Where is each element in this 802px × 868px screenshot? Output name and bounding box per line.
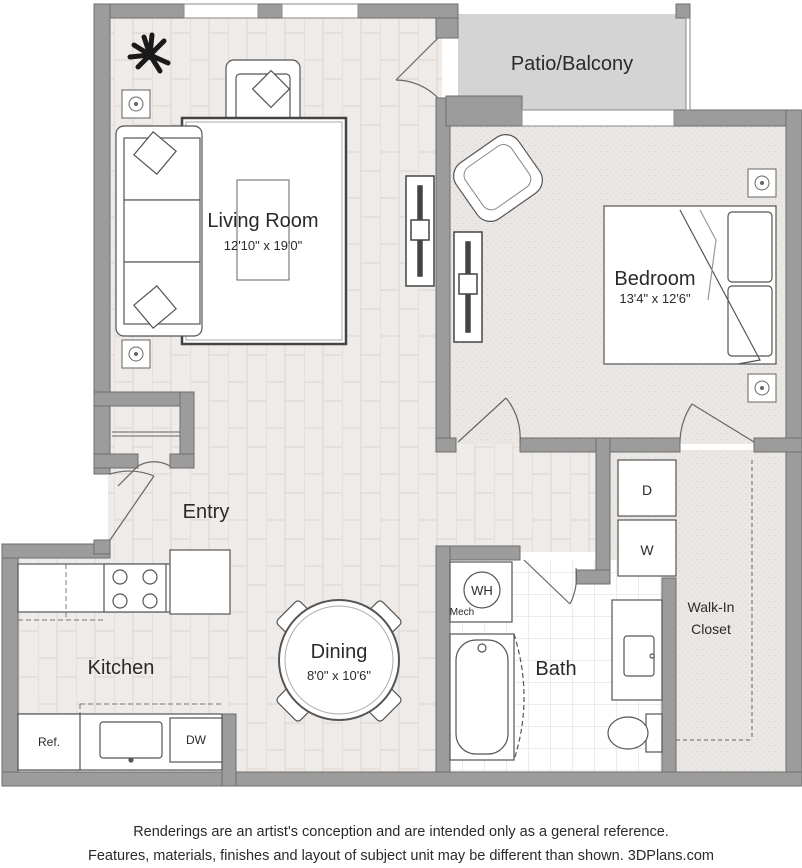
- living-rug: [180, 116, 348, 346]
- patio-label: Patio/Balcony: [511, 53, 633, 75]
- entry-label: Entry: [183, 501, 230, 523]
- dishwasher: DW: [169, 717, 223, 763]
- dining-dims: 8'0" x 10'6": [307, 668, 371, 683]
- windows: [183, 3, 691, 127]
- outlet-icon: [121, 89, 151, 119]
- tv-console: [405, 175, 435, 287]
- closet-label-1: Walk-In: [688, 599, 735, 615]
- outlet-icon: [121, 339, 151, 369]
- patio-door[interactable]: [395, 37, 439, 99]
- cooktop: [103, 563, 167, 613]
- patio-floor: [458, 14, 686, 110]
- bath-door[interactable]: [523, 559, 578, 605]
- bath-label: Bath: [535, 658, 576, 680]
- kitchen-label: Kitchen: [88, 657, 155, 679]
- bathtub: [449, 633, 525, 761]
- coffee-table: [236, 179, 290, 281]
- svg-text:DW: DW: [186, 733, 207, 747]
- bedroom-door[interactable]: [457, 397, 521, 443]
- dining-set: [276, 599, 402, 722]
- bedroom-armchair: [453, 134, 543, 222]
- dining-label: Dining: [311, 641, 368, 663]
- closet-door[interactable]: [679, 403, 755, 443]
- entry-closet: [112, 431, 180, 437]
- svg-text:Ref.: Ref.: [38, 735, 60, 749]
- plant-icon: [127, 32, 171, 74]
- washer: W: [617, 519, 677, 577]
- armchair: [225, 59, 301, 131]
- water-heater: WH Mech: [449, 561, 513, 623]
- bath-vanity: [611, 599, 663, 701]
- dryer: D: [617, 459, 677, 517]
- closet-label-2: Closet: [691, 621, 731, 637]
- kitchen-sink: [99, 721, 163, 763]
- tv-console: [453, 231, 483, 343]
- toilet: [607, 713, 663, 753]
- living-room-dims: 12'10" x 19'0": [224, 238, 303, 253]
- bed: [603, 205, 777, 365]
- closet-rod: [676, 460, 753, 741]
- footer-disclaimer-1: Renderings are an artist's conception an…: [133, 824, 669, 840]
- front-door[interactable]: [109, 470, 155, 541]
- outlet-icon: [747, 373, 777, 403]
- entry-closet-door[interactable]: [117, 461, 171, 487]
- footer-disclaimer-2: Features, materials, finishes and layout…: [88, 848, 714, 864]
- bedroom-label: Bedroom: [614, 268, 695, 290]
- walls: [1, 3, 802, 787]
- refrigerator: Ref.: [17, 713, 81, 771]
- svg-text:W: W: [640, 542, 654, 558]
- svg-text:D: D: [642, 482, 652, 498]
- sofa: [115, 125, 203, 337]
- svg-text:WH: WH: [471, 583, 493, 598]
- outlet-icon: [747, 168, 777, 198]
- bedroom-dims: 13'4" x 12'6": [619, 291, 691, 306]
- living-room-label: Living Room: [207, 210, 318, 232]
- svg-text:Mech: Mech: [450, 607, 474, 618]
